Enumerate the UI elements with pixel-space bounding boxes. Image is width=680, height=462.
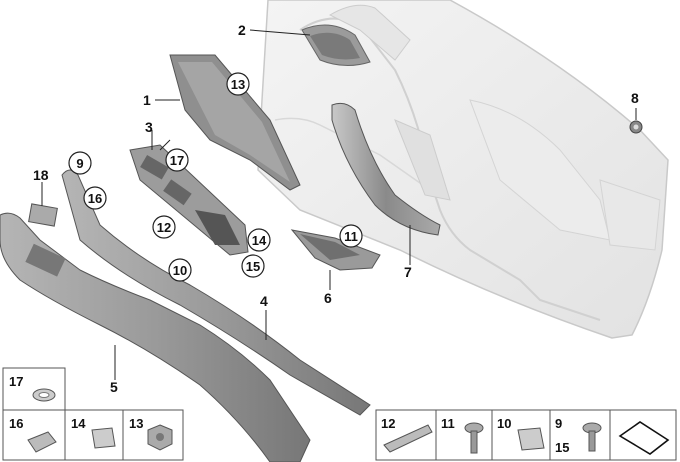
callout-5: 5 <box>110 379 118 395</box>
legend-right: 12 11 10 9 15 <box>375 409 677 461</box>
callout-2: 2 <box>238 22 246 38</box>
leader-lines <box>41 29 637 380</box>
callout-10: 10 <box>173 263 187 278</box>
legend-10: 10 <box>497 416 511 431</box>
circled-callouts: 13 9 16 17 12 10 14 15 11 <box>68 72 363 282</box>
clip-part <box>629 120 643 134</box>
callout-7: 7 <box>404 264 412 280</box>
callout-8: 8 <box>631 90 639 106</box>
speaker-grille <box>301 24 371 66</box>
inner-door-handle <box>290 229 381 271</box>
legend-13: 13 <box>129 416 143 431</box>
callout-17: 17 <box>170 153 184 168</box>
switch-bezel <box>129 144 249 256</box>
callout-3: 3 <box>145 119 153 135</box>
small-switch <box>28 203 58 227</box>
legend-15: 15 <box>555 440 569 455</box>
callout-13: 13 <box>231 77 245 92</box>
callout-1: 1 <box>143 92 151 108</box>
door-pull-handle <box>331 102 441 236</box>
door-panel <box>257 0 669 339</box>
callout-12: 12 <box>157 220 171 235</box>
legend-16: 16 <box>9 416 23 431</box>
legend-17: 17 <box>9 374 23 389</box>
trim-strip-lower <box>0 212 311 462</box>
callout-11: 11 <box>344 229 358 244</box>
callout-9: 9 <box>76 156 83 171</box>
section-marker-icon <box>618 421 670 455</box>
legend-9: 9 <box>555 416 562 431</box>
callout-6: 6 <box>324 290 332 306</box>
callout-16: 16 <box>88 191 102 206</box>
callout-15: 15 <box>246 259 260 274</box>
legend-14: 14 <box>71 416 86 431</box>
legend-left: 17 16 14 13 <box>2 367 184 461</box>
legend-12: 12 <box>381 416 395 431</box>
callout-labels: 1 2 3 4 5 6 7 8 18 <box>33 22 639 395</box>
legend-11: 11 <box>441 416 455 431</box>
trim-strip-upper <box>61 169 371 416</box>
callout-4: 4 <box>260 293 268 309</box>
callout-14: 14 <box>252 233 267 248</box>
callout-18: 18 <box>33 167 49 183</box>
